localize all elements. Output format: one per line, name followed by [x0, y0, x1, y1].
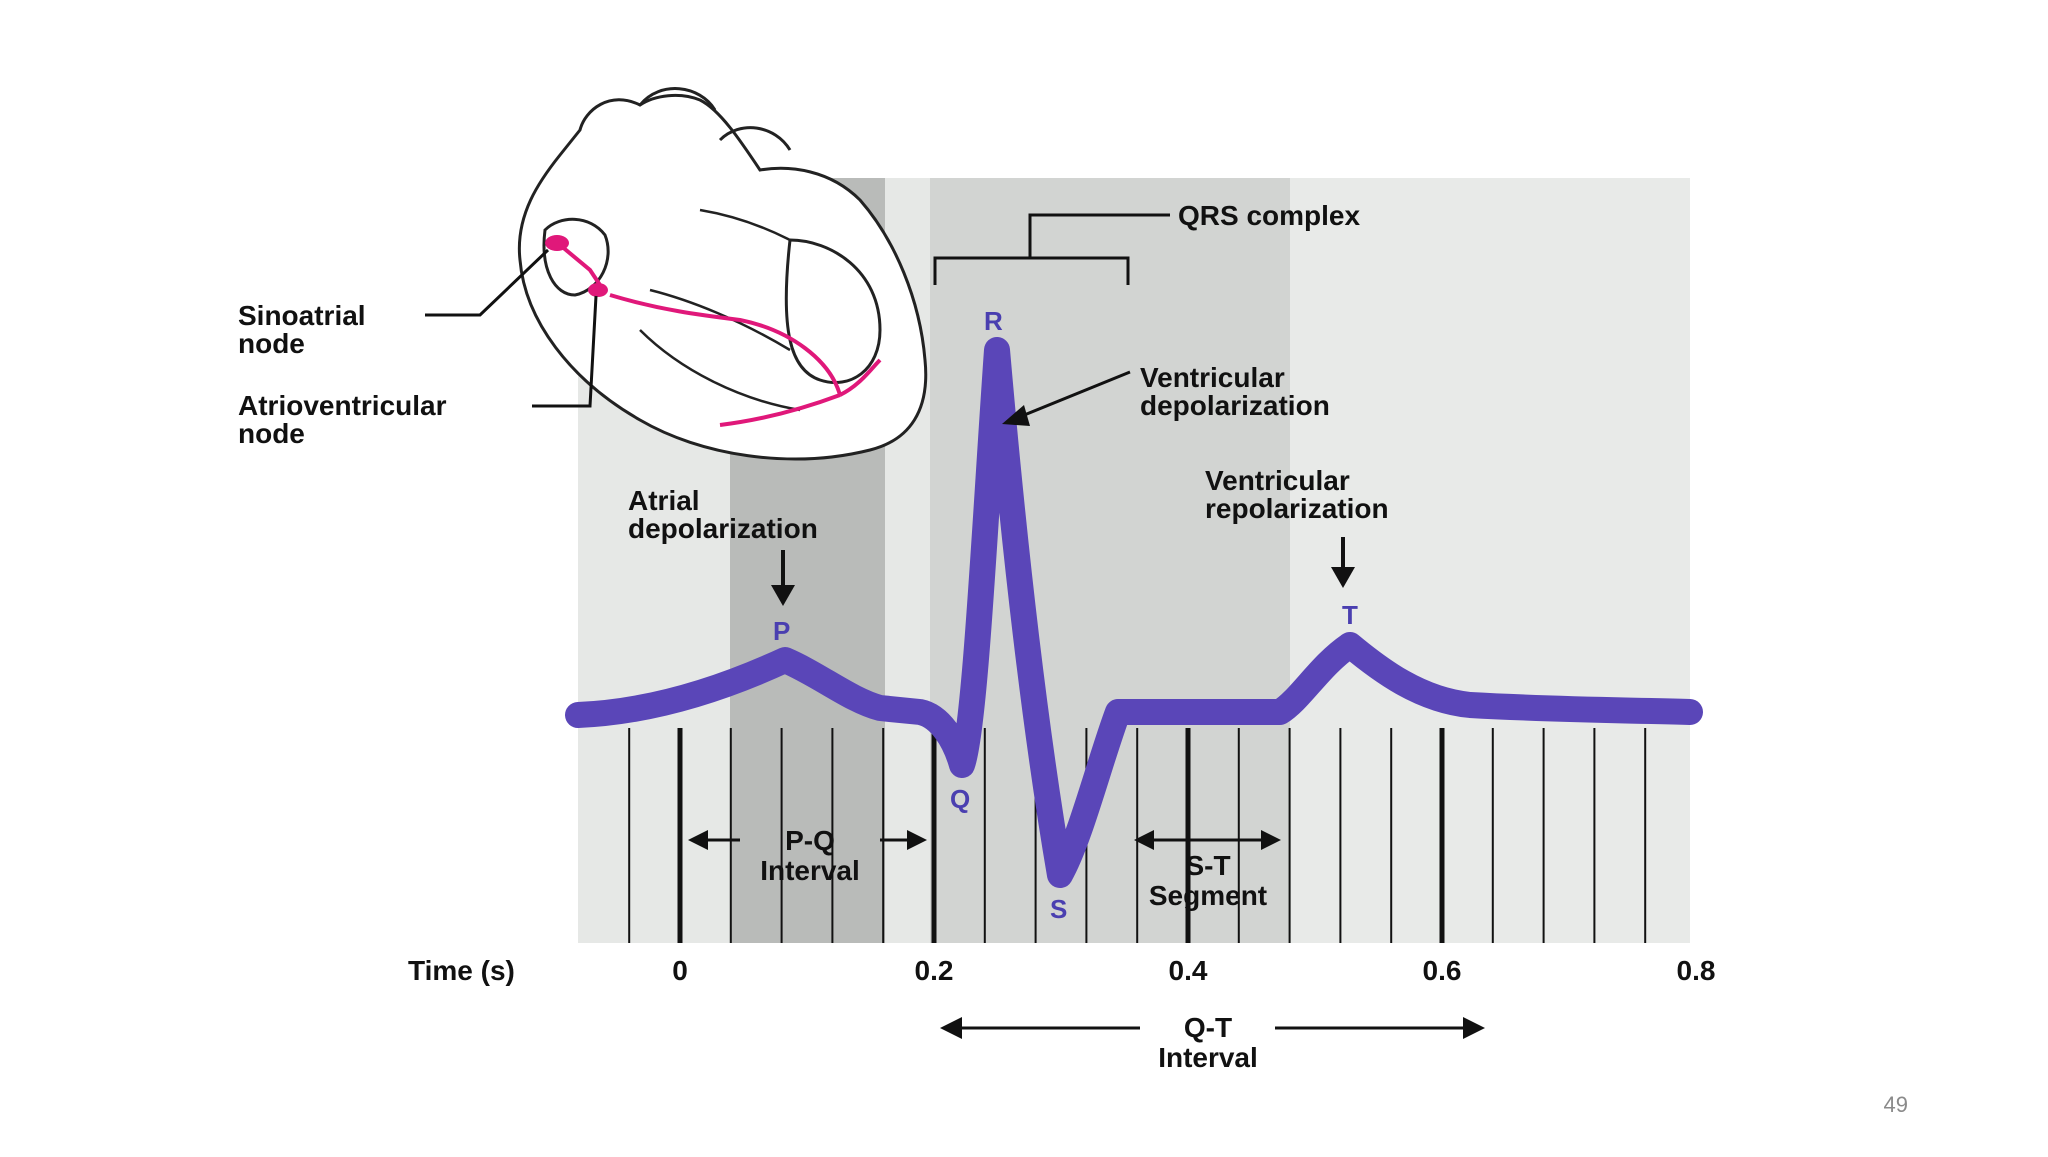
wave-label-p: P	[773, 616, 790, 646]
pq-interval-arrow-left	[688, 830, 708, 850]
pq-interval-arrow-right	[907, 830, 927, 850]
label-sinoatrial-1: Sinoatrial	[238, 300, 366, 331]
time-tick-label: 0.6	[1423, 955, 1462, 986]
wave-label-q: Q	[950, 784, 970, 814]
st-segment-arrow-right	[1261, 830, 1281, 850]
st-segment-arrow-left	[1134, 830, 1154, 850]
label-sinoatrial-2: node	[238, 328, 305, 359]
label-ventricular-depolarization-1: Ventricular	[1140, 362, 1285, 393]
label-atrial-depolarization-2: depolarization	[628, 513, 818, 544]
sinoatrial-node-dot	[545, 235, 569, 251]
arrow-ventricular-depolarization-head	[1002, 405, 1030, 426]
label-atrial-depolarization-1: Atrial	[628, 485, 700, 516]
atrioventricular-node-dot	[588, 283, 608, 297]
time-tick-label: 0.4	[1169, 955, 1208, 986]
grid-lines	[628, 728, 1647, 943]
qt-interval-arrow-left	[940, 1017, 962, 1039]
time-tick-label: 0.8	[1677, 955, 1716, 986]
arrow-atrial-depolarization-head	[771, 585, 795, 606]
label-ventricular-repolarization-2: repolarization	[1205, 493, 1389, 524]
label-time-axis: Time (s)	[408, 955, 515, 986]
wave-label-r: R	[984, 306, 1003, 336]
label-atrioventricular-1: Atrioventricular	[238, 390, 447, 421]
label-qt-1: Q-T	[1184, 1012, 1232, 1043]
arrow-ventricular-depolarization	[1011, 370, 1131, 422]
leader-sinoatrial	[425, 248, 550, 317]
heart-aorta	[638, 87, 792, 151]
time-tick-labels: 0 0.2 0.4 0.6 0.8	[672, 955, 1715, 986]
band-t	[1290, 178, 1690, 943]
label-pq-2: Interval	[760, 855, 860, 886]
label-st-2: Segment	[1149, 880, 1267, 911]
label-ventricular-depolarization-2: depolarization	[1140, 390, 1330, 421]
label-qt-2: Interval	[1158, 1042, 1258, 1073]
label-atrioventricular-2: node	[238, 418, 305, 449]
wave-label-t: T	[1342, 600, 1358, 630]
qt-interval-arrow-right	[1463, 1017, 1485, 1039]
leader-atrioventricular	[532, 295, 598, 408]
conduction-path	[558, 243, 882, 427]
label-qrs-complex: QRS complex	[1178, 200, 1360, 231]
label-ventricular-repolarization-1: Ventricular	[1205, 465, 1350, 496]
time-tick-label: 0	[672, 955, 688, 986]
arrow-ventricular-repolarization-head	[1331, 567, 1355, 588]
label-st-1: S-T	[1185, 850, 1230, 881]
heart-illustration	[517, 87, 928, 461]
label-pq-1: P-Q	[785, 825, 835, 856]
ecg-waveform	[565, 337, 1703, 888]
page-number: 49	[1883, 1092, 1908, 1117]
qrs-bracket	[933, 213, 1170, 285]
time-tick-label: 0.2	[915, 955, 954, 986]
wave-label-s: S	[1050, 894, 1067, 924]
